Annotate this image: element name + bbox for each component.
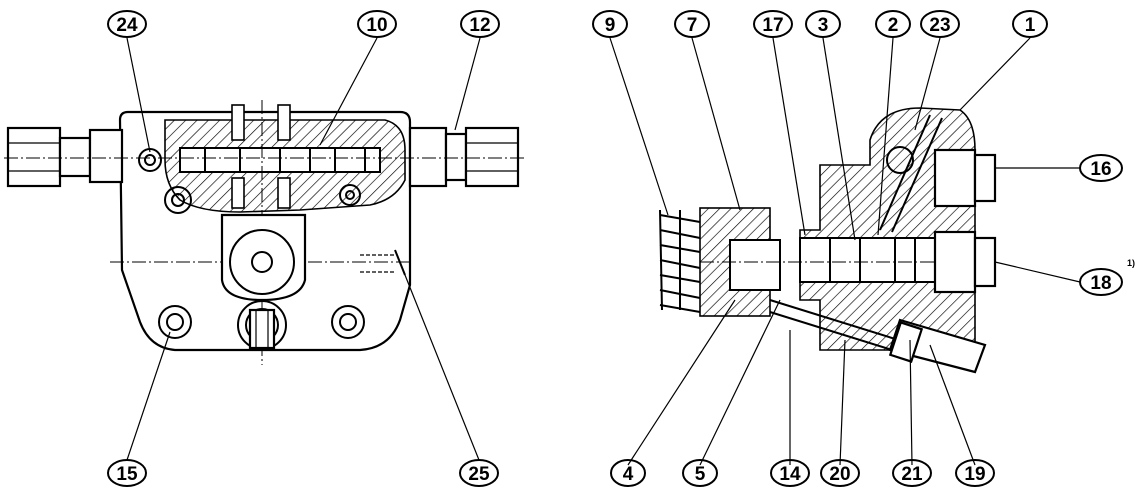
callout-3: 3	[805, 10, 841, 38]
left-port-25	[360, 249, 406, 276]
callout-1: 1	[1012, 10, 1048, 38]
plug-16	[933, 148, 997, 208]
left-bolts	[138, 148, 365, 339]
callout-20-label: 20	[829, 464, 850, 485]
callout-5-label: 5	[695, 464, 706, 485]
callout-21: 21	[892, 459, 932, 487]
callout-15-label: 15	[116, 464, 138, 485]
callout-17: 17	[753, 10, 793, 38]
callout-17-label: 17	[762, 15, 783, 36]
callout-25: 25	[459, 459, 499, 487]
left-shaft	[237, 300, 287, 350]
left-boss	[220, 213, 307, 302]
callout-24-label: 24	[116, 15, 138, 36]
diagonal-drilling	[769, 299, 906, 355]
callout-16: 16	[1079, 154, 1123, 182]
callout-15: 15	[107, 459, 147, 487]
left-view	[4, 100, 525, 365]
plug-18	[933, 230, 997, 294]
callout-18-label: 18	[1090, 273, 1111, 294]
callout-7: 7	[674, 10, 710, 38]
callout-23-label: 23	[929, 15, 950, 36]
callouts: 24 10 12 15 25 9 7 17	[107, 10, 1135, 487]
spring	[659, 209, 701, 313]
angled-bolt	[888, 318, 987, 374]
callout-10-label: 10	[366, 15, 387, 36]
callout-9: 9	[592, 10, 628, 38]
callout-2: 2	[875, 10, 911, 38]
callout-5: 5	[682, 459, 718, 487]
callout-2-label: 2	[888, 15, 899, 36]
callout-14-label: 14	[779, 464, 801, 485]
callout-7-label: 7	[687, 15, 698, 36]
callout-3-label: 3	[818, 15, 829, 36]
callout-20: 20	[820, 459, 860, 487]
callout-16-label: 16	[1090, 159, 1111, 180]
callout-18: 18	[1079, 268, 1123, 296]
callout-24: 24	[107, 10, 147, 38]
callout-12-label: 12	[469, 15, 490, 36]
right-view	[659, 107, 997, 374]
callout-23: 23	[920, 10, 960, 38]
callout-9-label: 9	[605, 15, 616, 36]
inclined-passage	[879, 114, 943, 233]
callout-25-label: 25	[468, 464, 490, 485]
leader-lines	[126, 37, 1081, 466]
callout-14: 14	[770, 459, 810, 487]
left-fitting	[6, 126, 124, 188]
right-valve-body	[799, 107, 976, 351]
callout-10: 10	[357, 10, 397, 38]
callout-19-label: 19	[964, 464, 985, 485]
callout-21-label: 21	[901, 464, 923, 485]
right-fitting	[408, 126, 520, 188]
callout-4: 4	[610, 459, 646, 487]
callout-1-label: 1	[1025, 15, 1036, 36]
callout-19: 19	[955, 459, 995, 487]
footnote-marker: 1)	[1127, 258, 1135, 268]
callout-4-label: 4	[623, 464, 634, 485]
callout-12: 12	[460, 10, 500, 38]
